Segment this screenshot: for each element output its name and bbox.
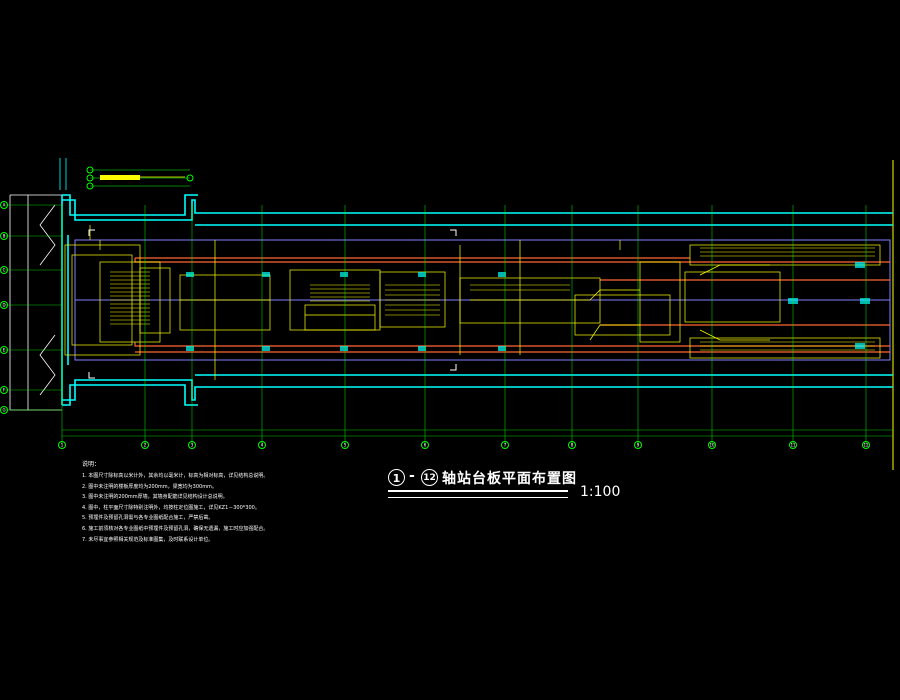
note-item: 4. 图中，柱平面尺寸除特别注明外，均按柱定位图施工，详见KZ1－300*300… — [82, 504, 260, 511]
axis-marker — [708, 441, 716, 449]
axis-label: 2 — [144, 443, 147, 448]
axis-label: 1 — [61, 443, 64, 448]
equipment-hatching — [110, 247, 875, 351]
axis-label: 10 — [709, 443, 715, 448]
axis-label: 11 — [790, 443, 796, 448]
structure-walls — [61, 194, 893, 406]
equipment-blocks — [186, 262, 870, 351]
axis-marker — [789, 441, 797, 449]
axis-label: 8 — [571, 443, 574, 448]
axis-marker — [0, 201, 8, 209]
axis-marker — [58, 441, 66, 449]
axis-label: 3 — [191, 443, 194, 448]
axis-marker — [0, 406, 8, 414]
axis-marker — [341, 441, 349, 449]
left-axis-lines — [4, 204, 62, 411]
legend-bar — [100, 175, 140, 180]
note-item: 7. 未尽事宜参照相关规范及标准图集，及时联系设计单位。 — [82, 536, 214, 543]
axis-marker — [0, 301, 8, 309]
note-item: 6. 施工前须核对各专业图纸中预埋件及预留孔洞，确保无遗漏，施工时应加强配合。 — [82, 525, 269, 532]
axis-marker — [501, 441, 509, 449]
axis-label: 12 — [863, 443, 869, 448]
title-dash: - — [409, 468, 415, 484]
axis-label: 6 — [424, 443, 427, 448]
axis-marker — [0, 266, 8, 274]
axis-marker — [258, 441, 266, 449]
drawing-title: 轴站台板平面布置图 — [442, 471, 577, 487]
axis-label: 5 — [344, 443, 347, 448]
legend-marker — [86, 182, 94, 190]
bottom-axis-labels: 1 2 3 4 5 6 7 8 9 10 11 12 — [61, 443, 869, 448]
axis-marker — [862, 441, 870, 449]
general-notes: 说明： 1. 本图尺寸除标高以米计外，其余均以毫米计，标高为相对标高，详见结构总… — [82, 459, 382, 545]
axis-grid-lines — [61, 205, 893, 445]
axis-label: G — [2, 408, 5, 413]
axis-marker — [421, 441, 429, 449]
axis-marker — [568, 441, 576, 449]
legend-marker — [86, 166, 94, 174]
axis-label: E — [3, 348, 6, 353]
axis-marker — [141, 441, 149, 449]
left-axis-labels: A B C D E F G — [2, 203, 5, 413]
axis-label: D — [2, 303, 5, 308]
note-item: 5. 预埋件及预留孔洞需与各专业图纸配合施工，严禁后凿。 — [82, 515, 214, 522]
legend-marker — [186, 174, 194, 182]
axis-label: B — [3, 234, 6, 239]
axis-label: A — [3, 203, 6, 208]
legend-marker — [86, 174, 94, 182]
axis-label: F — [3, 388, 6, 393]
drawing-scale: 1:100 — [580, 484, 621, 500]
notes-heading: 说明： — [82, 461, 101, 468]
axis-marker — [0, 232, 8, 240]
axis-marker — [0, 346, 8, 354]
axis-marker — [188, 441, 196, 449]
track-lines — [134, 257, 890, 353]
axis-label: C — [3, 268, 6, 273]
note-item: 2. 图中未注明的楼板厚度均为200mm，梁宽均为300mm。 — [82, 483, 217, 490]
title-axis-start: 1 — [388, 469, 405, 486]
axis-label: 4 — [261, 443, 264, 448]
axis-label: 7 — [504, 443, 507, 448]
title-underline-thick — [388, 490, 568, 492]
note-item: 3. 图中未注明的200mm厚墙，其墙身配筋详见结构设计总说明。 — [82, 494, 228, 501]
axis-label: 9 — [637, 443, 640, 448]
axis-marker — [0, 386, 8, 394]
corner-marks — [88, 229, 457, 379]
left-axis-markers — [0, 201, 8, 414]
note-item: 1. 本图尺寸除标高以米计外，其余均以毫米计，标高为相对标高，详见结构总说明。 — [82, 473, 269, 479]
left-end-outline — [9, 194, 62, 411]
title-axis-end: 12 — [421, 469, 438, 486]
bottom-axis-markers — [58, 441, 870, 449]
axis-marker — [634, 441, 642, 449]
drawing-title-block: 1 - 12 轴站台板平面布置图 1:100 — [388, 466, 628, 506]
title-underline-thin — [388, 497, 568, 498]
top-legend — [59, 158, 194, 190]
